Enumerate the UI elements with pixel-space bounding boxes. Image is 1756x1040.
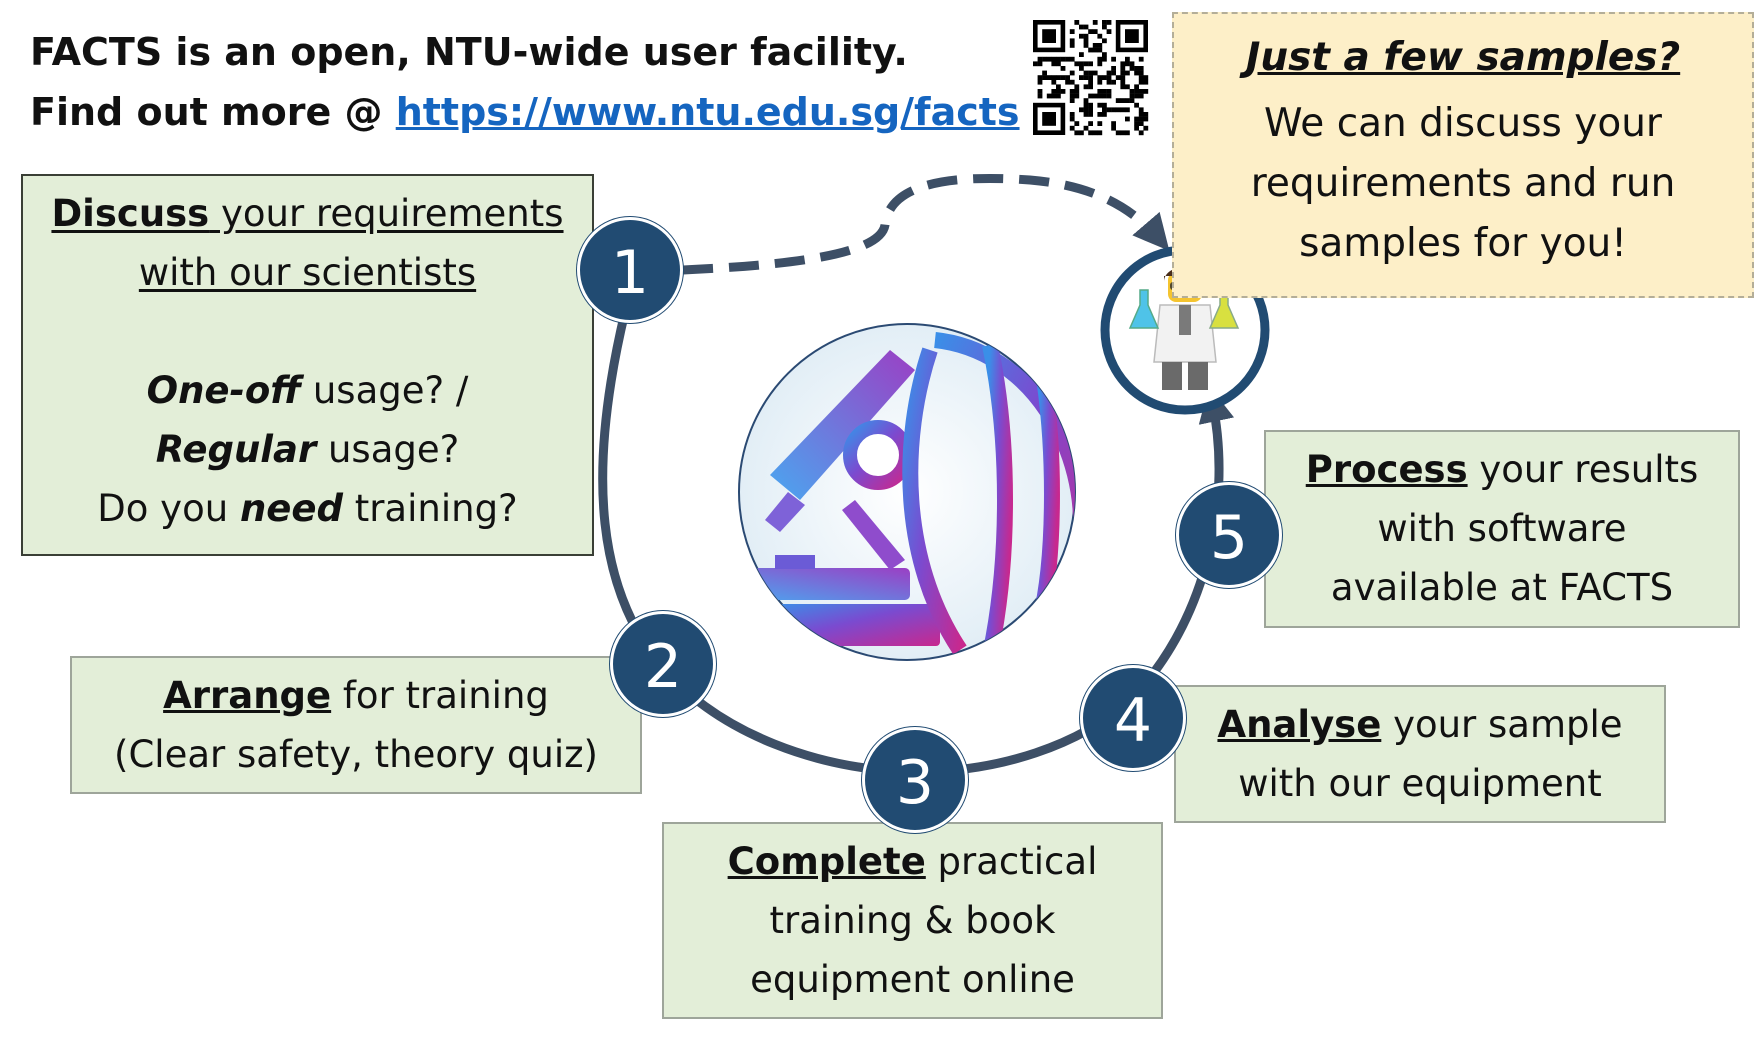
find-more-label: Find out more @ <box>30 90 396 134</box>
step-5-box: Process your results with software avail… <box>1264 430 1740 628</box>
step-2-box: Arrange for training (Clear safety, theo… <box>70 656 642 794</box>
header: FACTS is an open, NTU-wide user facility… <box>30 22 1020 142</box>
step-1-badge: 1 <box>577 217 683 323</box>
step-5-line2: with software <box>1377 507 1627 550</box>
header-title: FACTS is an open, NTU-wide user facility… <box>30 30 908 74</box>
qr-code-icon <box>1033 20 1149 136</box>
step-3-badge: 3 <box>862 727 968 833</box>
question-training: Do you need training? <box>97 487 518 530</box>
step-4-badge: 4 <box>1080 665 1186 771</box>
step-1-line2: with our scientists <box>138 251 477 294</box>
step-3-line1: Complete practical <box>727 840 1098 883</box>
step-5-line1: Process your results <box>1305 448 1699 491</box>
step-4-line1: Analyse your sample <box>1217 703 1623 746</box>
step-3-box: Complete practical training & book equip… <box>662 822 1163 1019</box>
note-line3: samples for you! <box>1299 221 1627 266</box>
step-4-line2: with our equipment <box>1238 762 1602 805</box>
note-line2: requirements and run <box>1250 161 1676 206</box>
step-1-line1: Discuss your requirements <box>51 192 564 235</box>
step-1-box: Discuss your requirements with our scien… <box>21 174 594 556</box>
step-3-line2: training & book <box>769 899 1056 942</box>
few-samples-note: Just a few samples? We can discuss your … <box>1172 12 1754 298</box>
step-2-line2: (Clear safety, theory quiz) <box>114 733 598 776</box>
microscope-globe-logo <box>738 323 1076 661</box>
step-2-badge: 2 <box>610 611 716 717</box>
question-regular: Regular usage? <box>155 428 460 471</box>
step-2-line1: Arrange for training <box>163 674 549 717</box>
step-5-line3: available at FACTS <box>1330 566 1674 609</box>
step-5-badge: 5 <box>1176 482 1282 588</box>
step-4-box: Analyse your sample with our equipment <box>1174 685 1666 823</box>
header-find-more: Find out more @ https://www.ntu.edu.sg/f… <box>30 82 1020 142</box>
question-one-off: One-off usage? / <box>146 369 469 412</box>
note-title: Just a few samples? <box>1245 35 1681 80</box>
note-line1: We can discuss your <box>1264 101 1662 146</box>
facts-link[interactable]: https://www.ntu.edu.sg/facts <box>395 90 1020 134</box>
step-3-line3: equipment online <box>750 958 1075 1001</box>
shortcut-dashed-arrow <box>682 173 1170 275</box>
